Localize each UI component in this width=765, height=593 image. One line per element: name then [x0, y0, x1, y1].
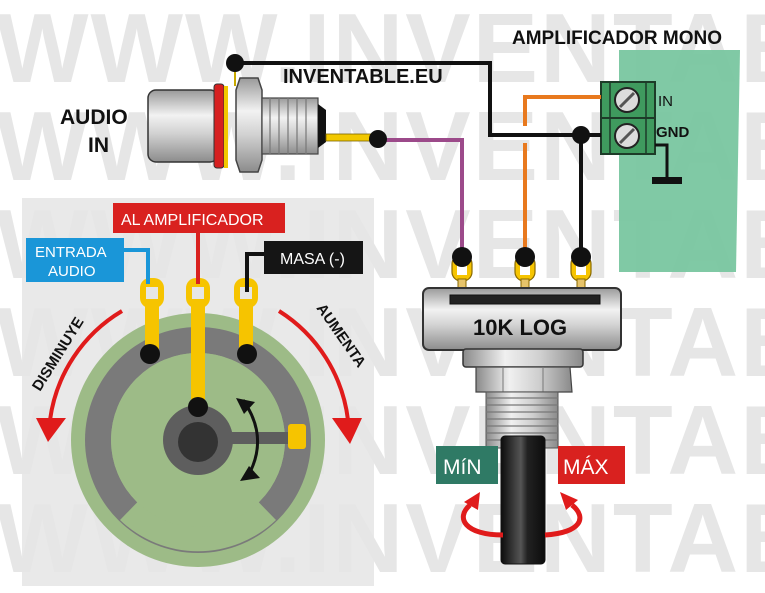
increase-arrow-icon: [332, 418, 362, 444]
screw-in-icon: [614, 87, 640, 113]
junction-dot: [572, 126, 590, 144]
pot-shaft[interactable]: [500, 435, 546, 565]
jack-body: [147, 89, 219, 163]
pot-nut: [475, 366, 573, 393]
rca-jack: [147, 54, 387, 173]
al-amplificador-label: AL AMPLIFICADOR: [121, 212, 264, 229]
terminal-block: [600, 81, 656, 155]
leader-masa: [245, 252, 264, 292]
solder-dot: [188, 397, 208, 417]
masa-tag: [264, 241, 363, 274]
pot-internals-inset: DISMINUYE AUMENTA ENTRADA AUDIO AL AMPLI…: [22, 198, 374, 586]
inset-lug-right: [234, 278, 258, 364]
ground-symbol-icon: [652, 143, 682, 184]
inset-lug-center: [186, 278, 210, 406]
entrada-label-line2: AUDIO: [48, 263, 96, 280]
max-tag: [558, 446, 625, 484]
entrada-label: ENTRADA: [35, 244, 107, 261]
min-label: MíN: [443, 456, 482, 479]
wire-ground: [235, 61, 601, 137]
audio-in-label-line2: IN: [88, 134, 109, 157]
max-label: MÁX: [563, 456, 609, 479]
pot-thread: [485, 391, 559, 449]
pot-value-label: 10K LOG: [473, 315, 567, 340]
solder-dot: [226, 54, 244, 72]
jack-nut: [235, 77, 263, 173]
terminal-gnd-label: GND: [656, 124, 690, 141]
rotate-arrow-left: [460, 503, 504, 538]
amplifier-title: AMPLIFICADOR MONO: [512, 28, 722, 49]
rotate-arrow-right: [544, 503, 583, 538]
potentiometer: 10K LOG: [422, 247, 622, 565]
increase-arc: [277, 309, 350, 421]
amplifier-board: AMPLIFICADOR MONO IN GND: [512, 28, 740, 272]
brand-label: INVENTABLE.EU: [283, 66, 443, 88]
masa-label: MASA (-): [280, 251, 345, 268]
min-tag: [436, 446, 498, 484]
decrease-arrow-icon: [36, 418, 66, 442]
audio-in-label: AUDIO: [60, 106, 128, 129]
terminal-in-label: IN: [658, 93, 673, 110]
inset-lug-left: [140, 278, 164, 364]
solder-dot: [369, 130, 387, 148]
entrada-audio-tag: [26, 238, 124, 282]
jack-thread: [261, 97, 319, 155]
wiper-shaft: [178, 422, 218, 462]
leader-entrada: [124, 248, 150, 284]
decrease-arc: [48, 309, 124, 421]
wires: [235, 61, 601, 255]
wiper-contact: [288, 424, 306, 449]
wire-signal: [380, 138, 464, 255]
screw-gnd-icon: [614, 123, 640, 149]
al-amplificador-tag: [113, 203, 285, 233]
wire-output: [523, 95, 601, 126]
wiper-arm: [230, 432, 290, 444]
